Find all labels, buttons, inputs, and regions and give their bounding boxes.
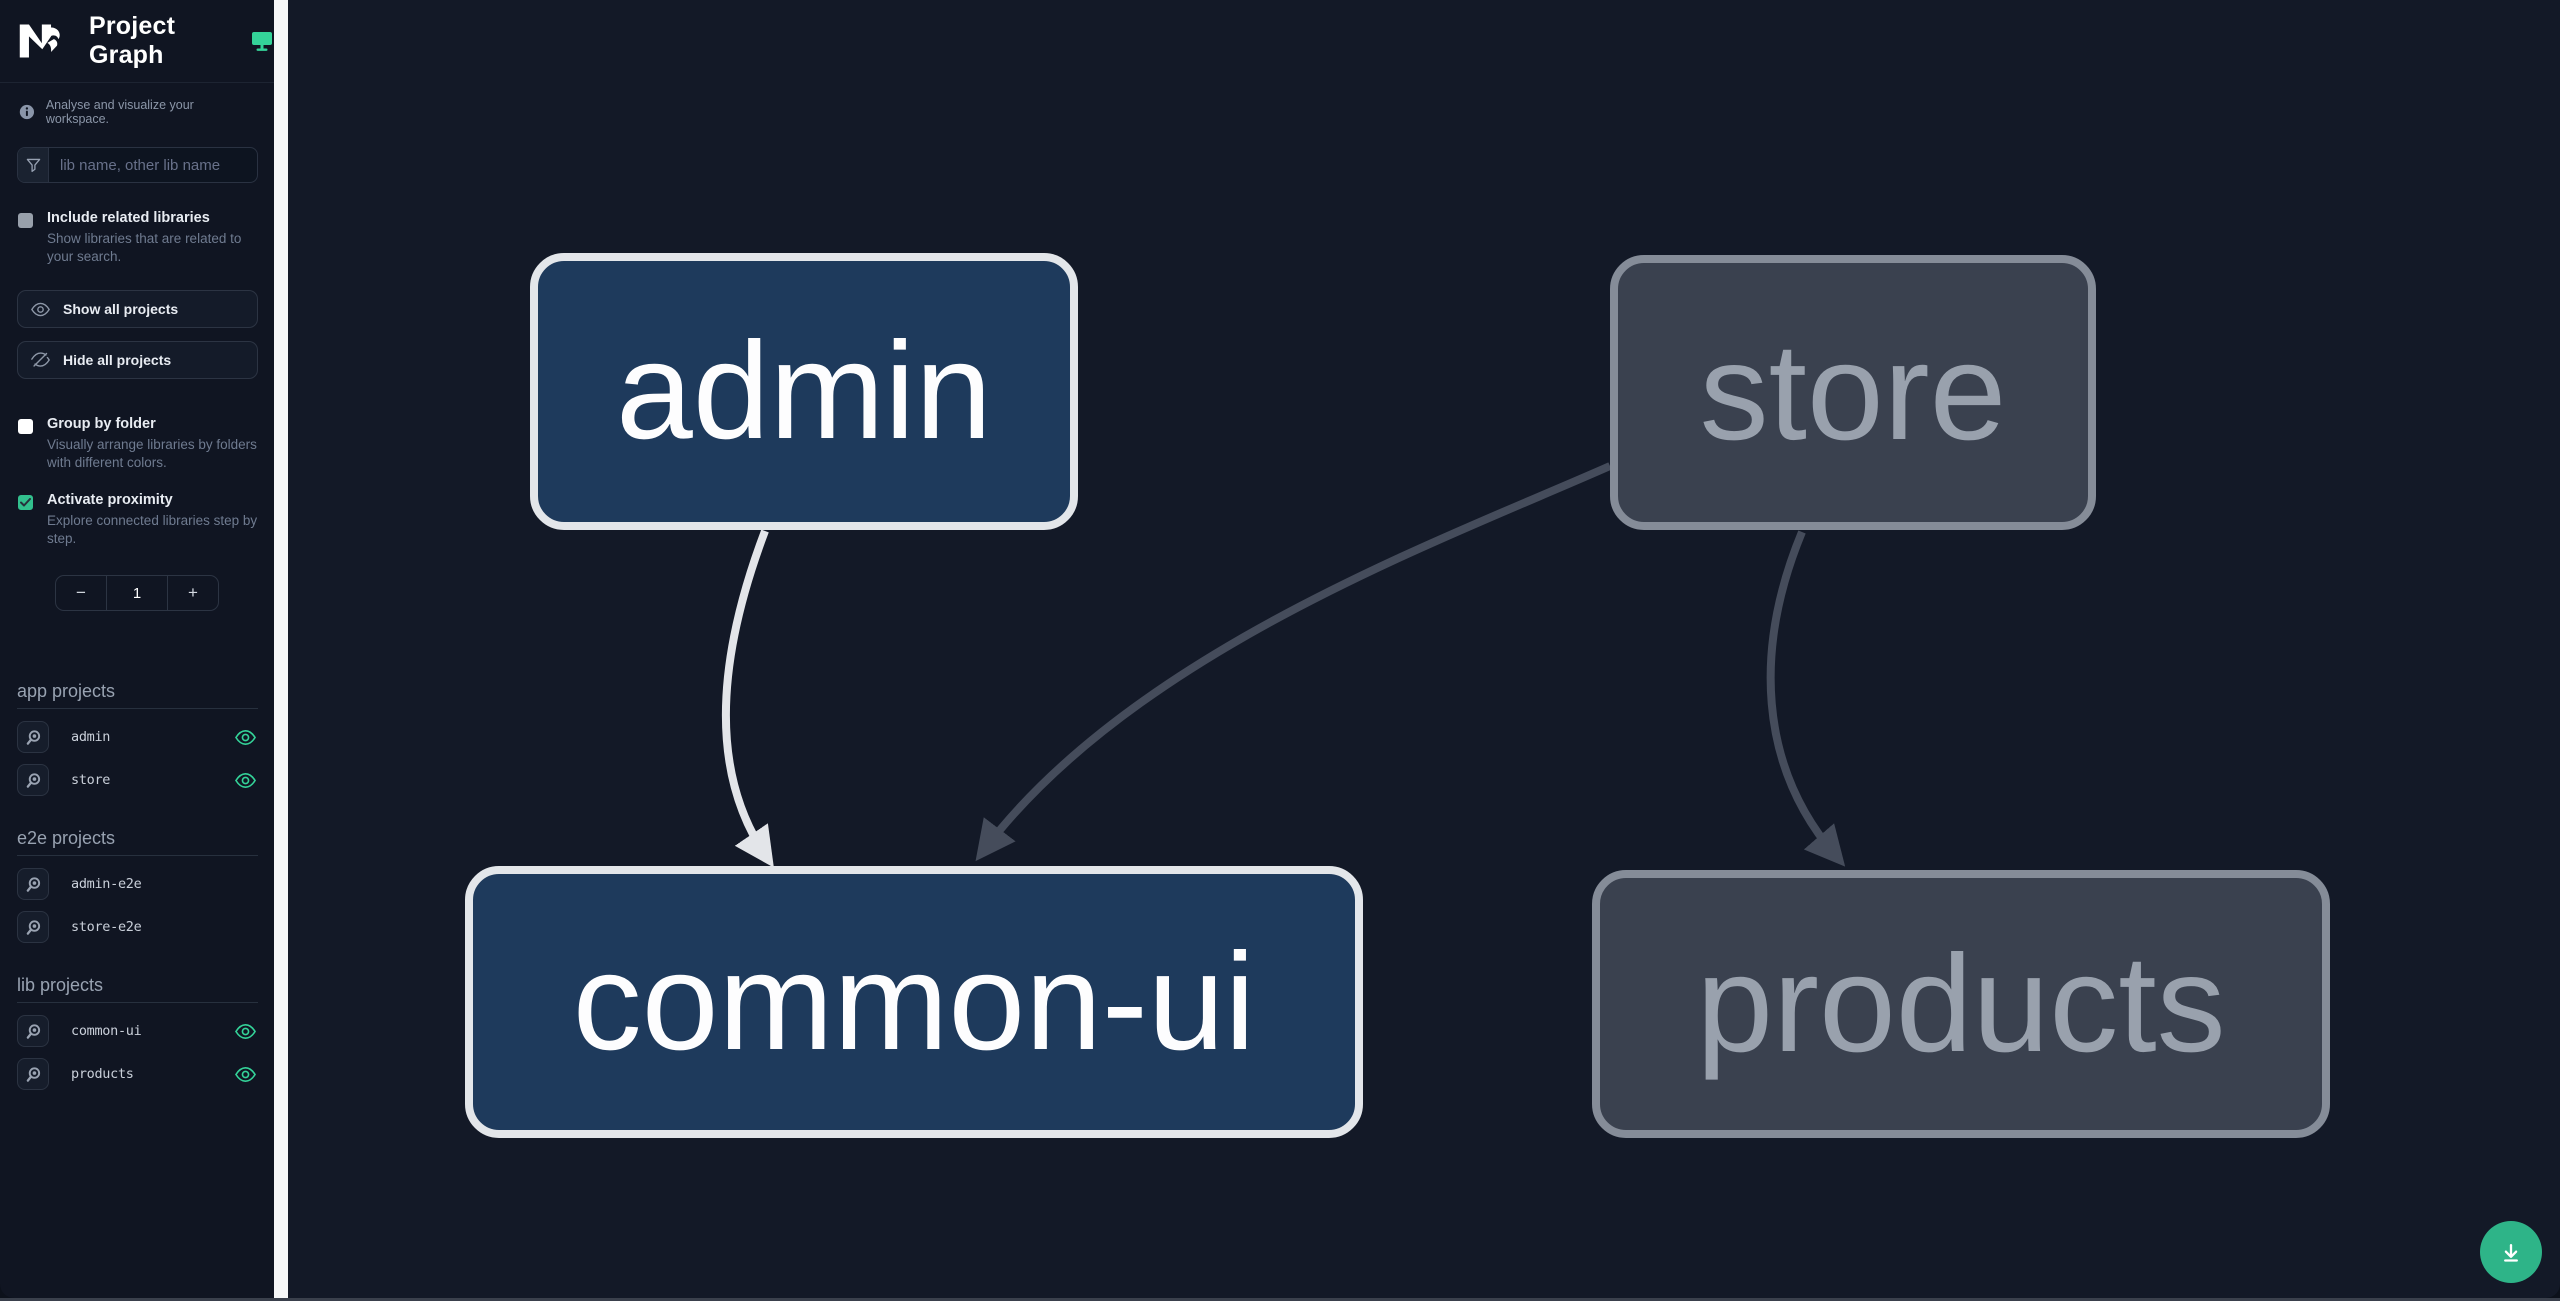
project-section: e2e projects admin-e2e store-e2e [17, 828, 258, 943]
focus-icon [26, 876, 40, 892]
graph-node-admin[interactable]: admin [530, 253, 1078, 530]
sidebar-header: Project Graph [0, 0, 274, 83]
graph-node-common-ui[interactable]: common-ui [465, 866, 1363, 1138]
checkbox-box[interactable] [18, 419, 33, 434]
include-related-checkbox[interactable]: Include related libraries Show libraries… [0, 210, 274, 265]
show-all-projects-button[interactable]: Show all projects [17, 290, 258, 328]
focus-icon [26, 919, 40, 935]
project-row: store [17, 764, 258, 796]
focus-project-button[interactable] [17, 1058, 49, 1090]
section-header: e2e projects [17, 828, 258, 856]
project-name: store [71, 772, 111, 788]
checkbox-box-checked[interactable] [18, 495, 33, 510]
edge-store-to-products[interactable] [1766, 530, 1846, 867]
hide-all-projects-label: Hide all projects [63, 352, 172, 368]
focus-icon [26, 1066, 40, 1082]
project-sections: app projects admin store [0, 681, 274, 1090]
section-header: app projects [17, 681, 258, 709]
graph-canvas[interactable]: admin store common-ui products [288, 0, 2560, 1298]
filter-box [17, 147, 258, 183]
focus-project-button[interactable] [17, 868, 49, 900]
graph-node-store[interactable]: store [1610, 255, 2096, 530]
project-visible-eye-icon[interactable] [235, 1066, 256, 1083]
checkbox-description: Visually arrange libraries by folders wi… [47, 437, 257, 470]
focus-project-button[interactable] [17, 721, 49, 753]
proximity-decrement-button[interactable]: − [76, 583, 86, 602]
project-row: products [17, 1058, 258, 1090]
checkbox-label: Activate proximity [47, 492, 173, 508]
edge-store-to-common-ui[interactable] [975, 462, 1612, 862]
edge-admin-to-common-ui[interactable] [721, 529, 774, 868]
focus-icon [26, 1023, 40, 1039]
project-section: lib projects common-ui products [17, 975, 258, 1090]
nx-logo-icon [19, 24, 60, 58]
project-name: store-e2e [71, 919, 142, 935]
proximity-stepper: − 1 + [55, 575, 219, 611]
eye-icon [31, 302, 50, 316]
project-visible-eye-icon[interactable] [235, 1023, 256, 1040]
tagline-row: Analyse and visualize your workspace. [0, 83, 274, 126]
focus-project-button[interactable] [17, 1015, 49, 1047]
focus-project-button[interactable] [17, 911, 49, 943]
checkbox-box[interactable] [18, 213, 33, 228]
sidebar: Project Graph Analyse and visualize your… [0, 0, 274, 1298]
checkbox-description: Explore connected libraries step by step… [47, 513, 258, 546]
project-name: admin [71, 729, 111, 745]
project-section: app projects admin store [17, 681, 258, 796]
project-row: admin-e2e [17, 868, 258, 900]
graph-edges [721, 462, 1846, 868]
hide-all-projects-button[interactable]: Hide all projects [17, 341, 258, 379]
show-all-projects-label: Show all projects [63, 301, 179, 317]
funnel-icon [18, 148, 49, 182]
project-name: admin-e2e [71, 876, 142, 892]
project-row: common-ui [17, 1015, 258, 1047]
project-visible-eye-icon[interactable] [235, 729, 256, 746]
group-by-folder-checkbox[interactable]: Group by folder Visually arrange librari… [0, 416, 274, 471]
filter-input[interactable] [49, 148, 257, 182]
app-title: Project Graph [89, 12, 176, 69]
monitor-icon[interactable] [250, 30, 274, 52]
proximity-value: 1 [106, 576, 168, 610]
focus-icon [26, 729, 40, 745]
download-icon [2504, 1244, 2518, 1262]
eye-off-icon [31, 352, 50, 367]
download-image-button[interactable] [2480, 1221, 2542, 1283]
project-row: admin [17, 721, 258, 753]
checkbox-description: Show libraries that are related to your … [47, 231, 242, 264]
project-name: common-ui [71, 1023, 142, 1039]
graph-node-products[interactable]: products [1592, 870, 2330, 1138]
activate-proximity-checkbox[interactable]: Activate proximity Explore connected lib… [0, 492, 274, 547]
focus-icon [26, 772, 40, 788]
section-header: lib projects [17, 975, 258, 1003]
tagline-text: Analyse and visualize your workspace. [45, 98, 194, 126]
sidebar-canvas-divider[interactable] [274, 0, 288, 1298]
focus-project-button[interactable] [17, 764, 49, 796]
checkbox-label: Include related libraries [47, 210, 210, 226]
project-visible-eye-icon[interactable] [235, 772, 256, 789]
project-row: store-e2e [17, 911, 258, 943]
window-bottom-strip [0, 1298, 2560, 1301]
project-name: products [71, 1066, 134, 1082]
proximity-increment-button[interactable]: + [188, 583, 198, 602]
checkbox-label: Group by folder [47, 416, 156, 432]
check-icon [20, 498, 31, 507]
info-icon [19, 104, 35, 120]
